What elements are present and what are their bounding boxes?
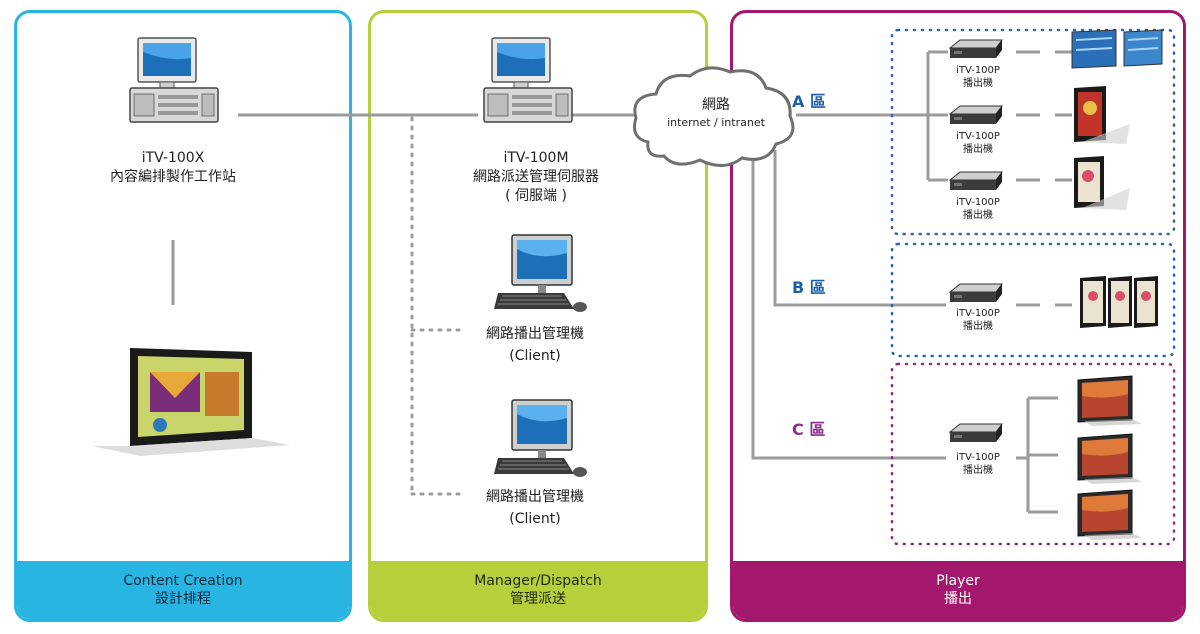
zone-a-box [890,28,1176,236]
workstation-desc: 內容編排製作工作站 [110,169,236,185]
zone-a-label: A 區 [792,92,826,111]
display-screen-icon-a1 [1071,29,1163,69]
player-title-en: Player [936,573,980,589]
lcd-display-icon [92,348,290,456]
player-desc-1: 播出機 [963,78,993,89]
display-screen-icon-c3 [1077,489,1143,541]
client-computer-icon-2 [493,399,588,478]
network-title: 網路 [702,97,730,113]
client-dotted-lines [410,116,462,496]
manager-dispatch-footer: Manager/Dispatch 管理派送 [371,561,705,619]
server-desc: 網路派送管理伺服器 [473,169,599,185]
network-label: 網路 internet / intranet [656,97,776,131]
zone-b-label: B 區 [792,278,826,297]
display-screen-icon-c2 [1077,433,1143,485]
player-label-4: iTV-100P 播出機 [938,307,1018,333]
content-creation-title-zh: 設計排程 [155,591,211,607]
display-screen-icon-b [1080,276,1158,328]
client-sub-1: (Client) [509,348,561,364]
player-model-5: iTV-100P [956,452,1000,463]
workstation-model: iTV-100X [141,150,205,166]
client-label-1: 網路播出管理機 (Client) [460,323,610,367]
network-subtitle: internet / intranet [667,116,765,129]
player-model-4: iTV-100P [956,308,1000,319]
player-model-3: iTV-100P [956,197,1000,208]
player-box-icon-2 [949,105,1003,125]
zone-b-line [773,150,946,307]
server-computer-icon [483,37,573,123]
cloud-icon [633,66,795,167]
desktop-computer-icon [129,37,219,123]
player-box-icon-4 [949,283,1003,303]
player-desc-2: 播出機 [963,144,993,155]
manager-dispatch-title-en: Manager/Dispatch [474,573,602,589]
player-box-icon-3 [949,171,1003,191]
display-screen-icon-c1 [1077,375,1143,427]
player-label-3: iTV-100P 播出機 [938,196,1018,222]
player-box-icon-5 [949,423,1003,443]
player-model-2: iTV-100P [956,131,1000,142]
network-connections [171,50,1072,514]
player-desc-3: 播出機 [963,210,993,221]
client-name-2: 網路播出管理機 [486,489,584,505]
server-label: iTV-100M 網路派送管理伺服器 ( 伺服端 ) [436,149,636,206]
server-sub: ( 伺服端 ) [505,188,567,204]
client-sub-2: (Client) [509,511,561,527]
content-creation-footer: Content Creation 設計排程 [17,561,349,619]
zone-c-label: C 區 [792,420,826,439]
player-label-2: iTV-100P 播出機 [938,130,1018,156]
zone-c-box [890,362,1176,546]
zone-c-line [751,150,946,460]
client-label-2: 網路播出管理機 (Client) [460,486,610,530]
client-name-1: 網路播出管理機 [486,326,584,342]
manager-dispatch-title-zh: 管理派送 [510,591,566,607]
player-desc-5: 播出機 [963,465,993,476]
display-screen-icon-a3 [1074,156,1130,210]
player-footer: Player 播出 [733,561,1183,619]
server-model: iTV-100M [503,150,569,166]
display-screen-icon-a2 [1074,86,1130,144]
player-desc-4: 播出機 [963,321,993,332]
client-computer-icon-1 [493,234,588,313]
player-model-1: iTV-100P [956,65,1000,76]
player-label-1: iTV-100P 播出機 [938,64,1018,90]
player-label-5: iTV-100P 播出機 [938,451,1018,477]
player-title-zh: 播出 [944,591,972,607]
player-box-icon-1 [949,39,1003,59]
workstation-label: iTV-100X 內容編排製作工作站 [83,149,263,187]
zone-b-box [890,242,1176,358]
content-creation-title-en: Content Creation [123,573,243,589]
